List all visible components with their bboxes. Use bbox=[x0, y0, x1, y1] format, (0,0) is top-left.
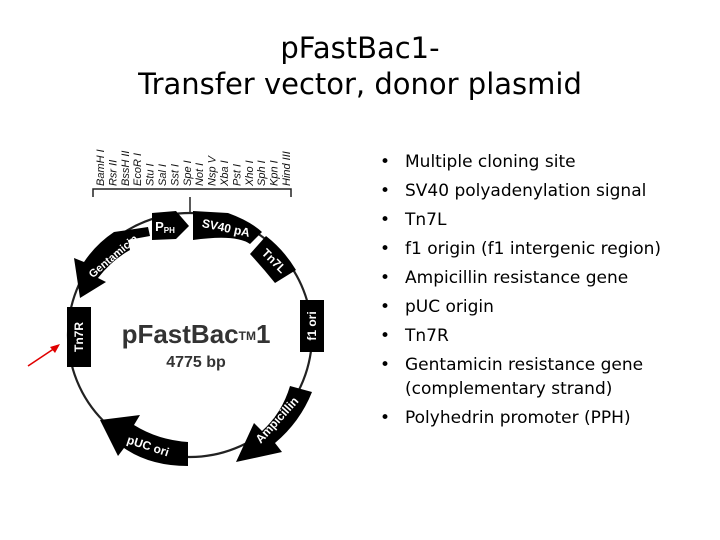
puc-ori-arrow: pUC ori bbox=[100, 415, 188, 466]
feature-list-text: Ampicillin resistance gene bbox=[405, 268, 629, 288]
feature-list-text: f1 origin (f1 intergenic region) bbox=[405, 239, 662, 259]
restriction-site-label: Sal I bbox=[157, 164, 169, 186]
tn7l-block: Tn7L bbox=[250, 236, 296, 283]
restriction-site-label: BssH II bbox=[120, 151, 132, 186]
restriction-site-label: Hind III bbox=[281, 151, 293, 186]
svg-text:PPH: PPH bbox=[155, 219, 175, 235]
svg-text:f1 ori: f1 ori bbox=[305, 311, 319, 340]
restriction-site-label: Rsr II bbox=[107, 160, 119, 186]
title-line-1: pFastBac1- bbox=[280, 31, 440, 65]
title-line-2: Transfer vector, donor plasmid bbox=[138, 67, 582, 101]
restriction-site-label: Stu I bbox=[145, 163, 157, 186]
feature-list-item: Ampicillin resistance gene bbox=[380, 266, 710, 290]
plasmid-size: 4775 bp bbox=[166, 354, 226, 371]
feature-list-item: f1 origin (f1 intergenic region) bbox=[380, 237, 710, 261]
pph-arrow: PPH bbox=[152, 211, 189, 240]
feature-list-text: SV40 polyadenylation signal bbox=[405, 181, 647, 201]
feature-list-item: pUC origin bbox=[380, 295, 710, 319]
tn7r-pointer-arrow bbox=[27, 344, 60, 367]
gentamicin-arrow: Gentamicin bbox=[74, 227, 150, 298]
feature-list-item: Tn7R bbox=[380, 324, 710, 348]
feature-list-item: Tn7L bbox=[380, 208, 710, 232]
restriction-site-label: EcoR I bbox=[132, 153, 144, 186]
restriction-site-label: Nsp V bbox=[207, 154, 219, 186]
feature-list-item: Gentamicin resistance gene (complementary… bbox=[380, 353, 710, 401]
restriction-site-label: Sst I bbox=[169, 164, 181, 186]
slide-title: pFastBac1- Transfer vector, donor plasmi… bbox=[0, 30, 720, 102]
feature-list-item: SV40 polyadenylation signal bbox=[380, 179, 710, 203]
sv40-pa-block: SV40 pA bbox=[193, 211, 262, 244]
svg-text:Tn7R: Tn7R bbox=[72, 322, 86, 352]
feature-list-text: Multiple cloning site bbox=[405, 152, 576, 172]
restriction-site-label: BamH I bbox=[95, 149, 107, 186]
restriction-site-label: Sph I bbox=[256, 160, 268, 186]
feature-list-item: Polyhedrin promoter (PPH) bbox=[380, 406, 710, 430]
restriction-site-label: Xho I bbox=[244, 160, 256, 187]
feature-list-item: Multiple cloning site bbox=[380, 150, 710, 174]
restriction-site-label: Pst I bbox=[231, 164, 243, 186]
plasmid-name: pFastBacTM1 bbox=[122, 319, 271, 349]
ampicillin-arrow: Ampicillin bbox=[236, 386, 312, 462]
feature-list-text: Polyhedrin promoter (PPH) bbox=[405, 408, 631, 428]
restriction-site-label: Spe I bbox=[182, 160, 194, 186]
restriction-site-label: Kpn I bbox=[269, 160, 281, 186]
feature-list-text: (complementary strand) bbox=[405, 379, 613, 399]
feature-list-text: Tn7R bbox=[405, 326, 449, 346]
feature-list: Multiple cloning siteSV40 polyadenylatio… bbox=[380, 150, 710, 435]
feature-list-text: Tn7L bbox=[405, 210, 447, 230]
f1-ori-block: f1 ori bbox=[300, 300, 324, 352]
feature-list-text: Gentamicin resistance gene bbox=[405, 355, 644, 375]
restriction-site-label: Xba I bbox=[219, 160, 231, 187]
restriction-site-label: Not I bbox=[194, 163, 206, 186]
mcs-bracket bbox=[92, 188, 292, 197]
tn7r-block: Tn7R bbox=[67, 307, 91, 367]
feature-list-text: pUC origin bbox=[405, 297, 494, 317]
